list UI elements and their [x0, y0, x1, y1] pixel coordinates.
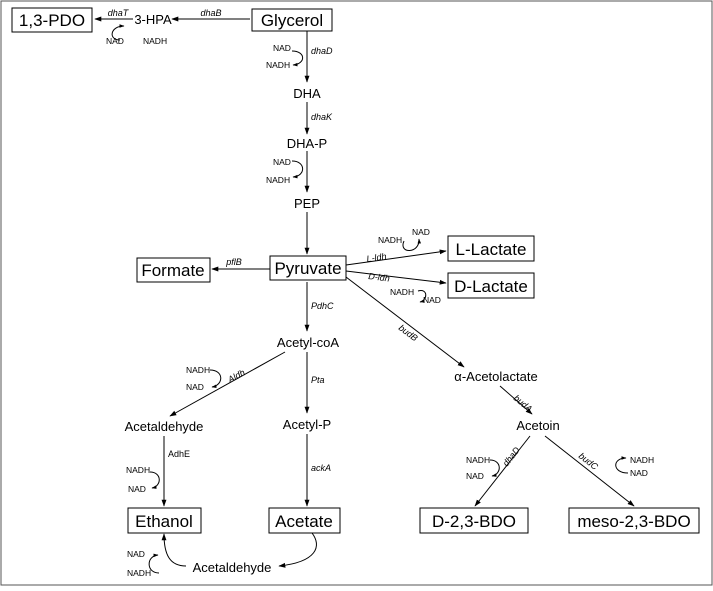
cofactor-dhad-nadh: NADH — [266, 60, 290, 70]
cofactor-dhat-nadh: NADH — [143, 36, 167, 46]
enzyme-l-ldh: L-ldh — [366, 251, 387, 264]
dhap-label: DHA-P — [287, 136, 327, 151]
enzyme-buda: budA — [512, 393, 535, 414]
cofactor-dbdo-nad: NAD — [466, 471, 484, 481]
box-acetate: Acetate — [268, 507, 341, 534]
box-l-lactate: L-Lactate — [447, 235, 535, 262]
cofactor-dhap-nadh: NADH — [266, 175, 290, 185]
acetaldehyde-label: Acetaldehyde — [125, 419, 204, 434]
curl-meso — [615, 456, 629, 474]
cofactor-dldh-nadh: NADH — [390, 287, 414, 297]
curl-dbdo — [489, 459, 500, 477]
enzyme-dhab: dhaB — [200, 8, 221, 18]
acetate-label: Acetate — [275, 512, 333, 531]
enzyme-dhak: dhaK — [311, 112, 333, 122]
cofactor-lldh-nad: NAD — [412, 227, 430, 237]
box-d-bdo: D-2,3-BDO — [419, 507, 529, 534]
acetaldehyde-bottom-label: Acetaldehyde — [193, 560, 272, 575]
glycerol-label: Glycerol — [261, 11, 323, 30]
arrow-acetoin-to-d-bdo — [474, 435, 531, 507]
enzyme-dhat: dhaT — [108, 8, 130, 18]
d-bdo-label: D-2,3-BDO — [432, 512, 516, 531]
cofactor-adhe-nadh: NADH — [126, 465, 150, 475]
arrow-acetaldehyde-to-ethanol-bottom — [161, 533, 187, 567]
cofactor-lldh-nadh: NADH — [378, 235, 402, 245]
cofactor-dhap-nad: NAD — [273, 157, 291, 167]
curl-dhat — [111, 24, 125, 41]
box-formate: Formate — [136, 257, 211, 283]
cofactor-aldh-nadh: NADH — [186, 365, 210, 375]
arrow-acetylcoa-to-acetaldehyde — [169, 351, 286, 417]
meso-bdo-label: meso-2,3-BDO — [577, 512, 690, 531]
arrow-pyruvate-to-d-lactate — [345, 270, 447, 285]
cofactor-bottom-nadh: NADH — [127, 568, 151, 578]
pdo-label: 1,3-PDO — [19, 11, 85, 30]
box-glycerol: Glycerol — [251, 8, 333, 32]
enzyme-budc: budC — [577, 451, 601, 472]
enzyme-dhad-top: dhaD — [311, 46, 333, 56]
enzyme-pflb: pflB — [225, 257, 242, 267]
acetylp-label: Acetyl-P — [283, 417, 331, 432]
enzyme-pta: Pta — [311, 375, 325, 385]
box-meso-bdo: meso-2,3-BDO — [568, 507, 700, 534]
dha-label: DHA — [293, 86, 321, 101]
box-pyruvate: Pyruvate — [269, 255, 347, 281]
arrow-acetoin-to-meso-bdo — [544, 435, 635, 507]
curl-aldh — [209, 369, 222, 388]
arrow-acetate-to-acetaldehyde — [278, 532, 317, 568]
pyruvate-label: Pyruvate — [274, 259, 341, 278]
curl-lldh — [402, 238, 422, 251]
curl-adhe — [149, 471, 160, 489]
cofactor-meso-nadh: NADH — [630, 455, 654, 465]
box-ethanol: Ethanol — [127, 507, 202, 534]
cofactor-dhad-nad: NAD — [273, 43, 291, 53]
cofactor-adhe-nad: NAD — [128, 484, 146, 494]
cofactor-bottom-nad: NAD — [127, 549, 145, 559]
arrow-acetolactate-to-acetoin — [499, 385, 533, 415]
enzyme-aldh: Aldh — [225, 367, 246, 385]
acetolactate-label: α-Acetolactate — [454, 369, 537, 384]
enzyme-d-ldh: D-ldh — [368, 271, 391, 284]
cofactor-meso-nad: NAD — [630, 468, 648, 478]
cofactor-dldh-nad: NAD — [423, 295, 441, 305]
formate-label: Formate — [141, 261, 204, 280]
enzyme-budb: budB — [397, 323, 420, 344]
cofactor-dhat-nad: NAD — [106, 36, 124, 46]
hpa-label: 3-HPA — [134, 12, 172, 27]
curl-dhad — [291, 50, 304, 67]
curl-dldh — [417, 290, 427, 303]
enzyme-acka: ackA — [311, 463, 331, 473]
enzyme-dhad-bottom: dhaD — [501, 445, 522, 469]
acetylcoa-label: Acetyl-coA — [277, 335, 339, 350]
curl-bottom — [148, 553, 160, 574]
acetoin-label: Acetoin — [516, 418, 559, 433]
cofactor-dbdo-nadh: NADH — [466, 455, 490, 465]
d-lactate-label: D-Lactate — [454, 277, 528, 296]
pep-label: PEP — [294, 196, 320, 211]
box-pdo: 1,3-PDO — [11, 7, 93, 33]
curl-dhap — [291, 160, 304, 179]
arrow-pyruvate-to-acetolactate — [345, 276, 465, 368]
ethanol-label: Ethanol — [135, 512, 193, 531]
arrow-pyruvate-to-l-lactate — [345, 249, 447, 266]
cofactor-aldh-nad: NAD — [186, 382, 204, 392]
box-d-lactate: D-Lactate — [447, 272, 535, 299]
l-lactate-label: L-Lactate — [456, 240, 527, 259]
enzyme-pdhc: PdhC — [311, 301, 334, 311]
enzyme-adhe: AdhE — [168, 449, 190, 459]
